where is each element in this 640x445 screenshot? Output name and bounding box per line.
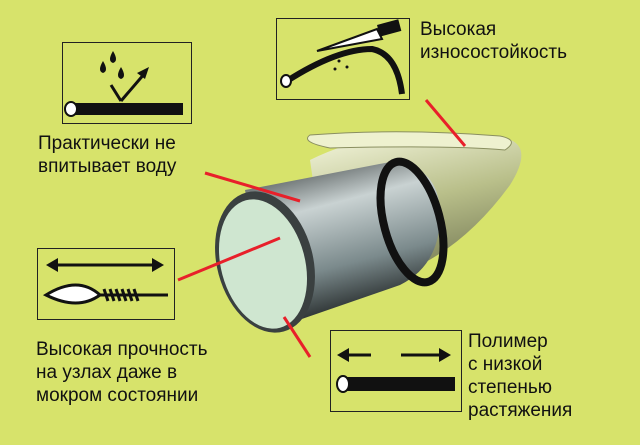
water-label-line: впитывает воду [38,156,177,177]
wear-icon-box [276,18,410,100]
water-icon-box [62,42,192,124]
stretch-label-line: степенью [468,377,553,398]
low-stretch-icon [336,348,455,393]
stretch-label-line: с низкой [468,354,543,375]
knot-label-line: на узлах даже в [36,362,178,383]
core-cylinder [215,157,448,333]
wear-label: Высокая износостойкость [420,18,567,64]
wear-label-line: износостойкость [420,42,568,63]
knot-strength-icon [42,258,168,305]
water-label-line: Практически не [38,133,176,154]
wear-label-line: Высокая [420,19,497,40]
water-label: Практически не впитывает воду [38,132,176,178]
water-repel-icon [64,51,183,117]
stretch-label-line: Полимер [468,331,548,352]
knot-label-line: мокром состоянии [36,385,199,406]
stretch-icon-box [330,330,462,412]
stretch-label-line: растяжения [468,400,573,421]
knot-label-line: Высокая прочность [36,339,208,360]
stretch-label: Полимер с низкой степенью растяжения [468,330,572,422]
blade-abrasion-icon [280,19,405,95]
knot-label: Высокая прочность на узлах даже в мокром… [36,338,208,407]
pointer-lines [177,99,467,358]
knot-icon-box [37,248,175,320]
